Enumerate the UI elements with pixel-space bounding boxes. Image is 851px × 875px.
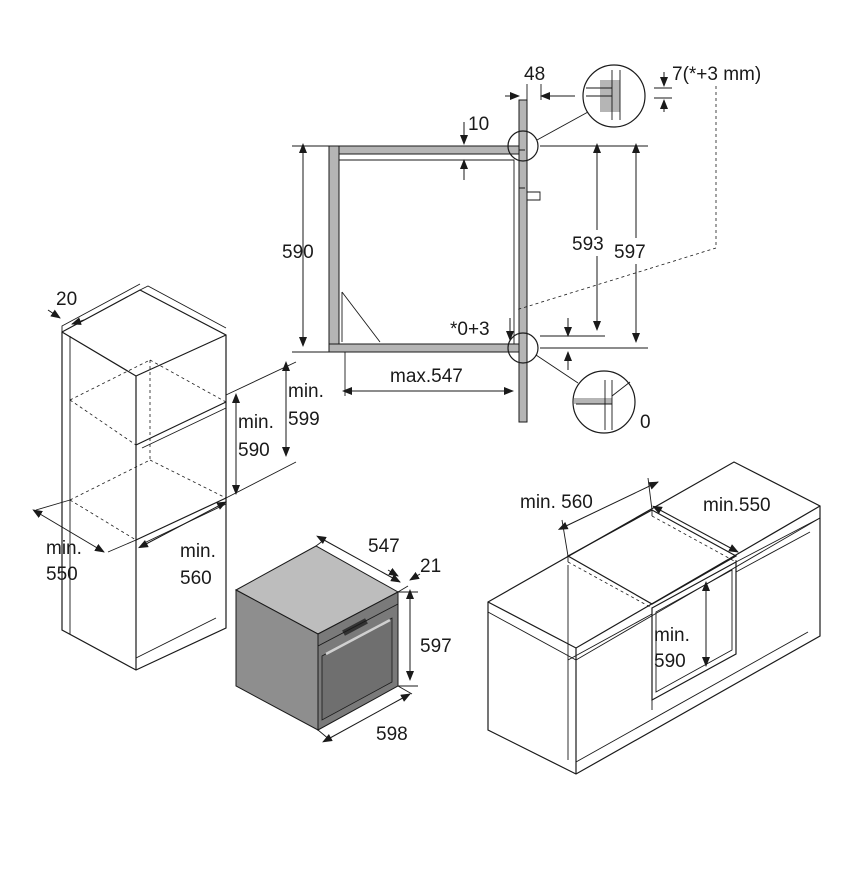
dim-oven-547: 547 <box>368 536 400 557</box>
dim-590: 590 <box>282 242 314 263</box>
base-cabinet: min. 560 min.550 min. 590 <box>487 461 821 775</box>
dim-0: 0 <box>640 412 651 433</box>
dim-min599-a: min. <box>288 381 324 402</box>
dim-0-3: *0+3 <box>450 319 490 340</box>
detail-circle-top <box>582 64 646 128</box>
detail-circle-bottom <box>572 370 636 434</box>
dim-20: 20 <box>56 289 77 310</box>
dim-48: 48 <box>524 64 545 85</box>
section-back-panel <box>328 145 340 353</box>
dim-min550-a: min. <box>46 538 82 559</box>
dim-10: 10 <box>468 114 489 135</box>
dim-min599-b: 599 <box>288 409 320 430</box>
dim-base-min560: min. 560 <box>520 492 593 513</box>
dim-max547: max.547 <box>390 366 463 387</box>
section-bottom-panel <box>328 343 520 353</box>
section-door <box>518 99 528 423</box>
dim-min560-b: 560 <box>180 568 212 589</box>
section-view: 48 7(*+3 mm) 10 590 593 597 *0+3 max.547 <box>282 64 761 434</box>
dim-min560-a: min. <box>180 541 216 562</box>
dim-min550-b: 550 <box>46 564 78 585</box>
dim-min590-a: min. <box>238 412 274 433</box>
dim-oven-597: 597 <box>420 636 452 657</box>
dim-oven-21: 21 <box>420 556 441 577</box>
tall-cabinet: 20 min. 599 min. 590 min. 550 min. 560 <box>32 283 324 671</box>
dim-base-min590-b: 590 <box>654 651 686 672</box>
dim-oven-598: 598 <box>376 724 408 745</box>
section-top-panel <box>328 145 520 155</box>
dim-min590-b: 590 <box>238 440 270 461</box>
dim-597: 597 <box>614 242 646 263</box>
oven-unit: 547 21 597 598 <box>234 535 452 745</box>
dim-593: 593 <box>572 234 604 255</box>
dim-7: 7(*+3 mm) <box>672 64 761 85</box>
dim-base-min550: min.550 <box>703 495 771 516</box>
dim-base-min590-a: min. <box>654 625 690 646</box>
